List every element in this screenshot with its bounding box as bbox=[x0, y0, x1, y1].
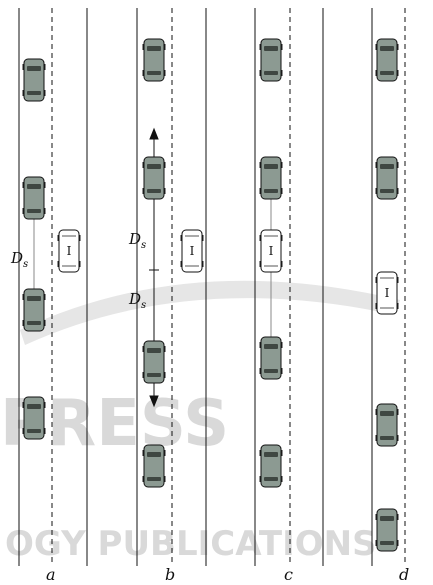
surrounding-vehicle bbox=[143, 445, 166, 487]
subject-vehicle: I bbox=[260, 230, 283, 272]
windshield bbox=[264, 46, 278, 51]
surrounding-vehicle bbox=[260, 39, 283, 81]
subject-vehicle: I bbox=[181, 230, 204, 272]
windshield bbox=[147, 164, 161, 169]
windshield bbox=[380, 411, 394, 416]
rear-window bbox=[147, 189, 161, 193]
watermark-small-text: OGY PUBLICATIONS bbox=[5, 524, 377, 564]
rear-window bbox=[27, 321, 41, 325]
subject-vehicle: I bbox=[58, 230, 81, 272]
rear-window bbox=[147, 373, 161, 377]
watermark: PRESS OGY PUBLICATIONS bbox=[0, 281, 400, 564]
windshield bbox=[380, 46, 394, 51]
surrounding-vehicle bbox=[143, 341, 166, 383]
panel-label-b: b bbox=[165, 565, 175, 584]
ds-label-b-upper: Ds bbox=[128, 230, 146, 251]
subject-vehicle: I bbox=[376, 272, 399, 314]
subject-vehicle-letter: I bbox=[190, 244, 195, 258]
windshield bbox=[147, 46, 161, 51]
ds-label-a: Ds bbox=[10, 249, 28, 270]
panel-label-a: a bbox=[46, 565, 56, 584]
rear-window bbox=[147, 71, 161, 75]
windshield bbox=[27, 184, 41, 189]
windshield bbox=[27, 66, 41, 71]
panel-label-c: c bbox=[284, 565, 293, 584]
surrounding-vehicle bbox=[260, 157, 283, 199]
subject-vehicle-letter: I bbox=[385, 286, 390, 300]
arrow-up-icon bbox=[150, 129, 158, 139]
windshield bbox=[380, 164, 394, 169]
surrounding-vehicle bbox=[260, 337, 283, 379]
windshield bbox=[147, 452, 161, 457]
panel-label-d: d bbox=[399, 565, 409, 584]
surrounding-vehicle bbox=[23, 397, 46, 439]
surrounding-vehicle bbox=[23, 177, 46, 219]
rear-window bbox=[264, 71, 278, 75]
subject-vehicle-letter: I bbox=[269, 244, 274, 258]
surrounding-vehicle bbox=[143, 39, 166, 81]
surrounding-vehicle bbox=[376, 39, 399, 81]
surrounding-vehicle bbox=[260, 445, 283, 487]
surrounding-vehicle bbox=[376, 509, 399, 551]
rear-window bbox=[380, 436, 394, 440]
surrounding-vehicle bbox=[376, 157, 399, 199]
windshield bbox=[27, 404, 41, 409]
rear-window bbox=[147, 477, 161, 481]
windshield bbox=[147, 348, 161, 353]
rear-window bbox=[27, 209, 41, 213]
surrounding-vehicle bbox=[23, 289, 46, 331]
rear-window bbox=[264, 189, 278, 193]
rear-window bbox=[264, 477, 278, 481]
surrounding-vehicle bbox=[143, 157, 166, 199]
rear-window bbox=[27, 429, 41, 433]
rear-window bbox=[380, 541, 394, 545]
windshield bbox=[27, 296, 41, 301]
rear-window bbox=[27, 91, 41, 95]
rear-window bbox=[380, 189, 394, 193]
rear-window bbox=[380, 71, 394, 75]
surrounding-vehicle bbox=[376, 404, 399, 446]
surrounding-vehicle bbox=[23, 59, 46, 101]
windshield bbox=[380, 516, 394, 521]
windshield bbox=[264, 164, 278, 169]
windshield bbox=[264, 344, 278, 349]
subject-vehicle-letter: I bbox=[67, 244, 72, 258]
windshield bbox=[264, 452, 278, 457]
rear-window bbox=[264, 369, 278, 373]
